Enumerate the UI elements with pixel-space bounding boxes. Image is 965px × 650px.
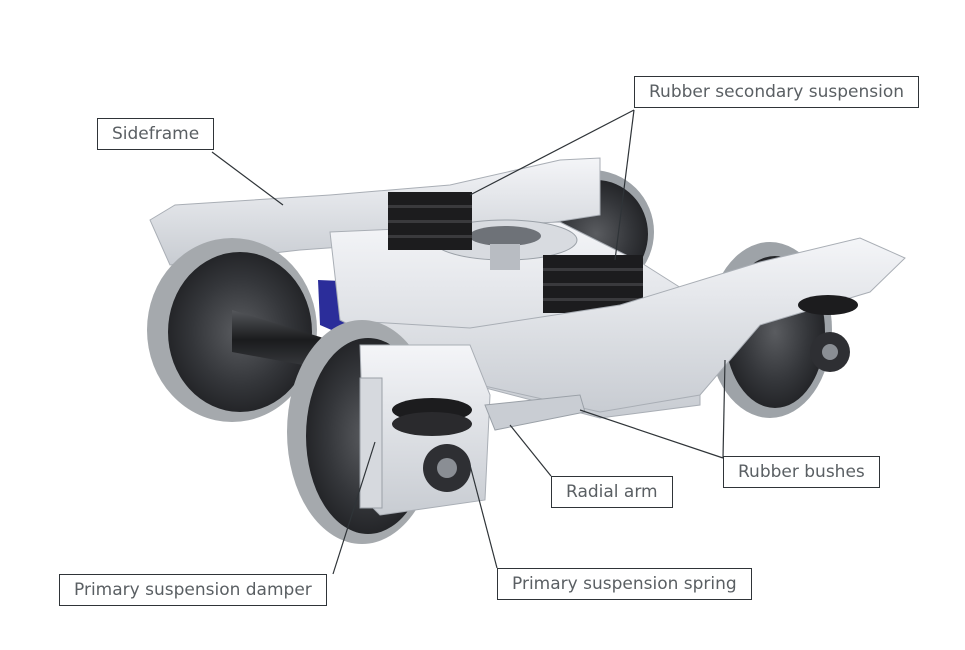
front-axlebox xyxy=(359,344,491,516)
right-axlebox xyxy=(798,295,858,372)
leader-primary-spring xyxy=(469,464,498,569)
callout-sideframe: Sideframe xyxy=(97,118,215,150)
leader-rubber-bushes-1 xyxy=(579,409,724,459)
leader-radial-arm xyxy=(509,424,552,477)
rear-axle xyxy=(232,310,330,370)
leader-sideframe xyxy=(211,151,284,206)
leader-primary-damper xyxy=(332,441,376,575)
callout-radial-arm: Radial arm xyxy=(551,476,673,508)
radial-arm xyxy=(484,394,586,431)
leader-lines xyxy=(211,109,726,575)
callout-rubber-bushes: Rubber bushes xyxy=(723,456,880,488)
callout-primary-suspension-damper: Primary suspension damper xyxy=(59,574,327,606)
leader-secondary-suspension-1 xyxy=(469,109,635,196)
leader-secondary-suspension-2 xyxy=(614,109,635,261)
rubber-blocks xyxy=(388,192,643,313)
callout-rubber-secondary-suspension: Rubber secondary suspension xyxy=(634,76,920,108)
callout-primary-suspension-spring: Primary suspension spring xyxy=(497,568,752,600)
leader-rubber-bushes-2 xyxy=(722,359,726,459)
